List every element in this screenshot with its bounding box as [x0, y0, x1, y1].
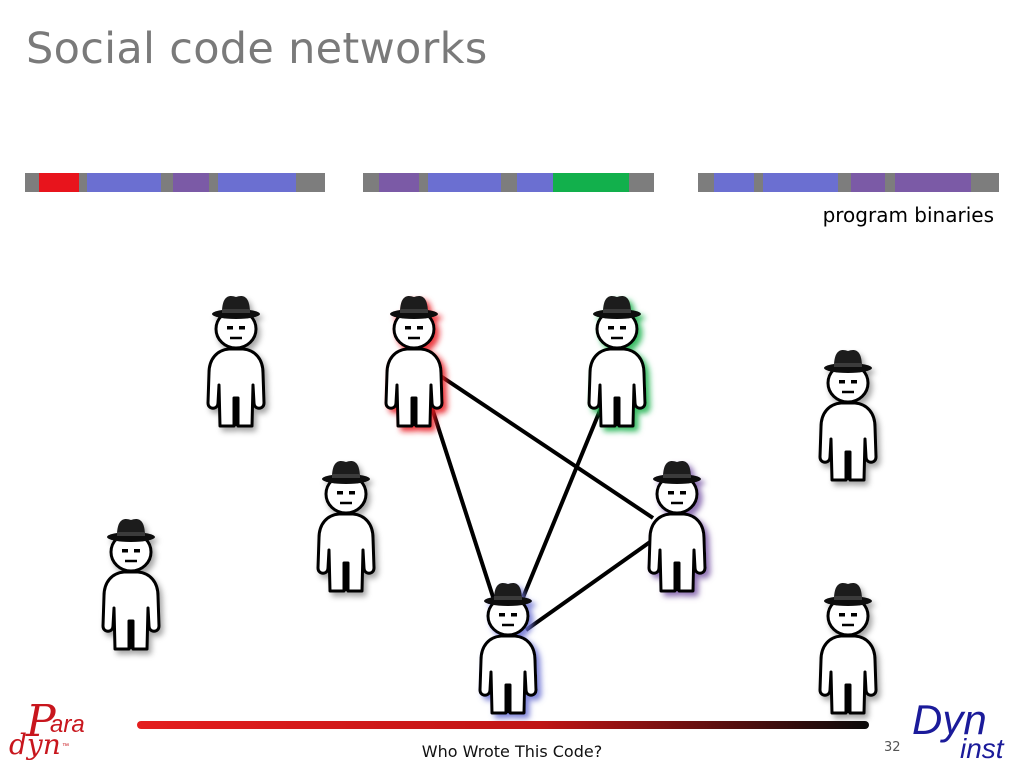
bar-segment [218, 173, 296, 192]
logo-word: dyn [9, 728, 61, 760]
author-link [520, 402, 605, 601]
program-binaries-label: program binaries [822, 203, 994, 227]
author-4[interactable] [818, 348, 878, 482]
footer-title: Who Wrote This Code? [421, 742, 603, 761]
logo-word: Dyn [912, 696, 987, 743]
bar-segment [763, 173, 838, 192]
footer-divider [137, 721, 869, 729]
bar-segment [517, 173, 553, 192]
bar-segment [754, 173, 763, 192]
program-binary-bar-2 [363, 173, 654, 192]
author-5[interactable] [316, 459, 376, 593]
bar-segment [895, 173, 971, 192]
bar-segment [39, 173, 79, 192]
bar-segment [419, 173, 428, 192]
program-binary-bar-3 [698, 173, 999, 192]
bar-segment [885, 173, 895, 192]
bar-segment [87, 173, 161, 192]
logo-trademark: ™ [62, 743, 69, 750]
bar-segment [363, 173, 379, 192]
author-6[interactable] [647, 459, 707, 593]
bar-segment [629, 173, 654, 192]
bar-segment [79, 173, 87, 192]
logo-word: ara [50, 711, 85, 738]
logo-word: inst [960, 733, 1005, 764]
bar-segment [553, 173, 629, 192]
slide-title: Social code networks [26, 24, 488, 74]
bar-segment [501, 173, 517, 192]
author-link [430, 407, 496, 601]
author-9[interactable] [818, 581, 878, 715]
bar-segment [851, 173, 885, 192]
bar-segment [714, 173, 754, 192]
author-8[interactable] [478, 581, 538, 715]
author-1[interactable] [206, 294, 266, 428]
paradyn-logo: P ara dyn ™ [9, 696, 85, 760]
bar-segment [379, 173, 419, 192]
author-2[interactable] [384, 294, 444, 428]
dyninst-logo: Dyn inst [912, 696, 1005, 764]
bar-segment [173, 173, 209, 192]
program-binary-bar-1 [25, 173, 325, 192]
author-link [524, 540, 652, 632]
bar-segment [161, 173, 173, 192]
bar-segment [698, 173, 714, 192]
bar-segment [838, 173, 851, 192]
author-7[interactable] [101, 517, 161, 651]
author-3[interactable] [587, 294, 647, 428]
bar-segment [25, 173, 39, 192]
bar-segment [971, 173, 999, 192]
page-number: 32 [884, 740, 901, 755]
author-links [430, 373, 655, 632]
bar-segment [209, 173, 218, 192]
logo-letter: P [25, 696, 57, 747]
author-link [437, 373, 655, 520]
bar-segment [428, 173, 501, 192]
bar-segment [296, 173, 325, 192]
